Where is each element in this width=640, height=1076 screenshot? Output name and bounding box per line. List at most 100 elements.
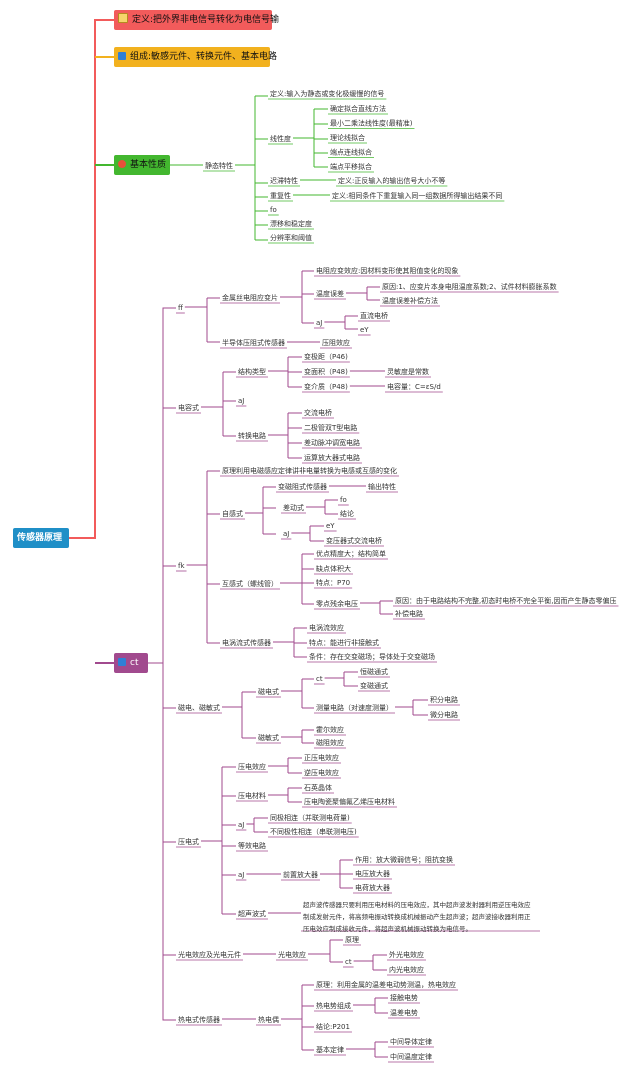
ultrasonic-node[interactable]: 超声波式	[238, 909, 266, 918]
charge-amplifier-node[interactable]: 电荷放大器	[355, 883, 390, 892]
main-branch-definition[interactable]: 定义:把外界非电信号转化为电信号输	[114, 10, 279, 30]
constant-flux-node[interactable]: 恒磁通式	[360, 667, 388, 676]
zero-cause-node[interactable]: 原因：由于电路结构不完整,初态时电桥不完全平衡,因而产生静态零偏压	[395, 596, 616, 605]
piezo-effect-node[interactable]: 压电效应	[238, 762, 266, 771]
resolution-node[interactable]: 分辨率和阈值	[270, 233, 312, 242]
magnetoelectric-node[interactable]: 磁电式	[258, 687, 279, 696]
thermal-emf-node[interactable]: 温差电势	[390, 1008, 418, 1017]
intermediate-conductor-law-node[interactable]: 中间导体定律	[390, 1037, 432, 1046]
cap-circuit-1[interactable]: 二极管双T型电路	[304, 423, 357, 432]
temperature-error-node[interactable]: 温度误差	[316, 289, 344, 298]
main-branch-types[interactable]: ct	[114, 653, 148, 673]
intermediate-temperature-law-node[interactable]: 中间温度定律	[390, 1052, 432, 1061]
differentiator-circuit-node[interactable]: 微分电路	[430, 710, 458, 719]
main-branch-composition[interactable]: 组成:敏感元件、转换元件、基本电路	[114, 47, 277, 67]
piezo-aj-node[interactable]: aJ	[238, 821, 244, 829]
variable-reluctance-node[interactable]: 变磁阻式传感器	[278, 482, 327, 491]
photo-ct-node[interactable]: ct	[345, 958, 352, 966]
cap-circuit-3[interactable]: 运算放大器式电路	[304, 453, 360, 462]
positive-piezo-node[interactable]: 正压电效应	[304, 753, 339, 762]
emf-composition-node[interactable]: 热电势组成	[316, 1001, 351, 1010]
mutual-feature-node[interactable]: 特点：P70	[316, 578, 350, 587]
eddy-feature-node[interactable]: 特点：能进行非接触式	[309, 638, 379, 647]
piezo-material-node[interactable]: 压电材料	[238, 791, 266, 800]
inverse-piezo-node[interactable]: 逆压电效应	[304, 768, 339, 777]
piezo-ceramic-node[interactable]: 压电陶瓷聚偏氟乙烯压电材料	[304, 797, 395, 806]
conversion-circuit-node[interactable]: 转换电路	[238, 431, 266, 440]
eddy-current-node[interactable]: 电涡流式传感器	[222, 638, 271, 647]
hysteresis-definition-node[interactable]: 定义:正反输入的输出信号大小不等	[338, 176, 445, 185]
self-inductance-node[interactable]: 自感式	[222, 509, 243, 518]
diff-pole-node[interactable]: 不同极性相连（串联测电压)	[270, 827, 357, 836]
ff-ey-node[interactable]: eY	[360, 326, 369, 334]
fk-fo-node[interactable]: fo	[340, 496, 347, 504]
thermo-conclusion-node[interactable]: 结论:P201	[316, 1022, 350, 1031]
fo-node[interactable]: fo	[270, 206, 277, 214]
metal-strain-gauge-node[interactable]: 金属丝电阻应变片	[222, 293, 278, 302]
hall-effect-node[interactable]: 霍尔效应	[316, 725, 344, 734]
piezoresistive-effect-node[interactable]: 压阻效应	[322, 338, 350, 347]
photo-effect-node[interactable]: 光电效应	[278, 950, 306, 959]
contact-emf-node[interactable]: 接触电势	[390, 993, 418, 1002]
capacitive-node[interactable]: 电容式	[178, 403, 199, 412]
magnetic-node[interactable]: 磁电、磁敏式	[178, 703, 220, 712]
repeatability-node[interactable]: 重复性	[270, 191, 291, 200]
piezo-aj2-node[interactable]: aJ	[238, 871, 244, 879]
variable-medium-node[interactable]: 变介质（P48)	[304, 382, 348, 391]
cap-circuit-0[interactable]: 交流电桥	[304, 408, 332, 417]
quartz-node[interactable]: 石英晶体	[304, 783, 332, 792]
differential-node[interactable]: 差动式	[283, 503, 304, 512]
eddy-effect-node[interactable]: 电涡流效应	[309, 623, 344, 632]
variable-area-node[interactable]: 变面积（P48)	[304, 367, 348, 376]
measuring-circuit-node[interactable]: 测量电路（对速度测量）	[316, 703, 393, 712]
variable-gap-node[interactable]: 变极距（P46)	[304, 352, 348, 361]
ff-node[interactable]: ff	[178, 304, 183, 312]
zero-compensation-node[interactable]: 补偿电路	[395, 609, 423, 618]
repeatability-definition-node[interactable]: 定义:相同条件下重复输入同一组数据所得输出结果不同	[332, 191, 502, 200]
mag-ct-node[interactable]: ct	[316, 675, 323, 683]
linearity-method-3[interactable]: 端点连线拟合	[330, 148, 372, 157]
static-definition-node[interactable]: 定义:输入为静态或变化极缓慢的信号	[270, 89, 384, 98]
inductive-principle-node[interactable]: 原理利用电磁感应定律讲非电量转换为电感或互感的变化	[222, 466, 397, 475]
equivalent-circuit-node[interactable]: 等效电路	[238, 841, 266, 850]
fk-conclusion-node[interactable]: 结论	[340, 509, 354, 518]
structure-type-node[interactable]: 结构类型	[238, 367, 266, 376]
magnetosensitive-node[interactable]: 磁敏式	[258, 733, 279, 742]
ff-aj-node[interactable]: aJ	[316, 319, 322, 327]
cap-circuit-2[interactable]: 差动脉冲调宽电路	[304, 438, 360, 447]
linearity-method-4[interactable]: 端点平移拟合	[330, 162, 372, 171]
magnetoresistance-node[interactable]: 磁阻效应	[316, 738, 344, 747]
variable-flux-node[interactable]: 变磁通式	[360, 681, 388, 690]
photo-principle-node[interactable]: 原理	[345, 936, 359, 944]
dc-bridge-node[interactable]: 直流电桥	[360, 311, 388, 320]
piezoelectric-node[interactable]: 压电式	[178, 837, 199, 846]
transformer-bridge-node[interactable]: 变压器式交流电桥	[326, 536, 382, 545]
preamp-function-node[interactable]: 作用：放大微弱信号；阻抗变换	[355, 855, 453, 864]
zero-residual-node[interactable]: 零点残余电压	[316, 599, 358, 608]
linearity-method-0[interactable]: 确定拟合直线方法	[330, 104, 386, 113]
mutual-inductance-node[interactable]: 互感式（螺线管）	[222, 579, 278, 588]
fk-ey-node[interactable]: eY	[326, 522, 335, 530]
semiconductor-sensor-node[interactable]: 半导体压阻式传感器	[222, 338, 285, 347]
same-pole-node[interactable]: 同极相连（并联测电荷量)	[270, 813, 350, 822]
external-photoeffect-node[interactable]: 外光电效应	[389, 950, 424, 959]
thermo-principle-node[interactable]: 原理：利用金属的温差电动势测温，热电效应	[316, 980, 456, 989]
static-characteristics-node[interactable]: 静态特性	[205, 161, 233, 170]
temperature-compensation-node[interactable]: 温度误差补偿方法	[382, 296, 438, 305]
hysteresis-node[interactable]: 迟滞特性	[270, 176, 298, 185]
inductive-node[interactable]: fk	[178, 562, 185, 570]
root-node[interactable]: 传感器原理	[13, 528, 69, 548]
mutual-advantage-node[interactable]: 优点精度大；结构简单	[316, 549, 386, 558]
linearity-method-2[interactable]: 理论线拟合	[330, 133, 365, 142]
drift-node[interactable]: 漂移和稳定度	[270, 219, 312, 228]
sensitivity-constant-node[interactable]: 灵敏度是常数	[387, 367, 429, 376]
temperature-error-cause-node[interactable]: 原因:1、应变片本身电阻温度系数;2、试件材料膨胀系数	[382, 282, 557, 291]
linearity-node[interactable]: 线性度	[270, 134, 291, 143]
linearity-method-1[interactable]: 最小二乘法线性度(最精准)	[330, 119, 413, 128]
cap-aj-node[interactable]: aJ	[238, 397, 244, 405]
fk-aj-node[interactable]: aJ	[283, 530, 289, 538]
capacitance-formula-node[interactable]: 电容量：C=εS/d	[387, 382, 441, 391]
thermocouple-node[interactable]: 热电偶	[258, 1015, 279, 1024]
preamplifier-node[interactable]: 前置放大器	[283, 870, 318, 879]
main-branch-properties[interactable]: 基本性质	[114, 155, 170, 175]
